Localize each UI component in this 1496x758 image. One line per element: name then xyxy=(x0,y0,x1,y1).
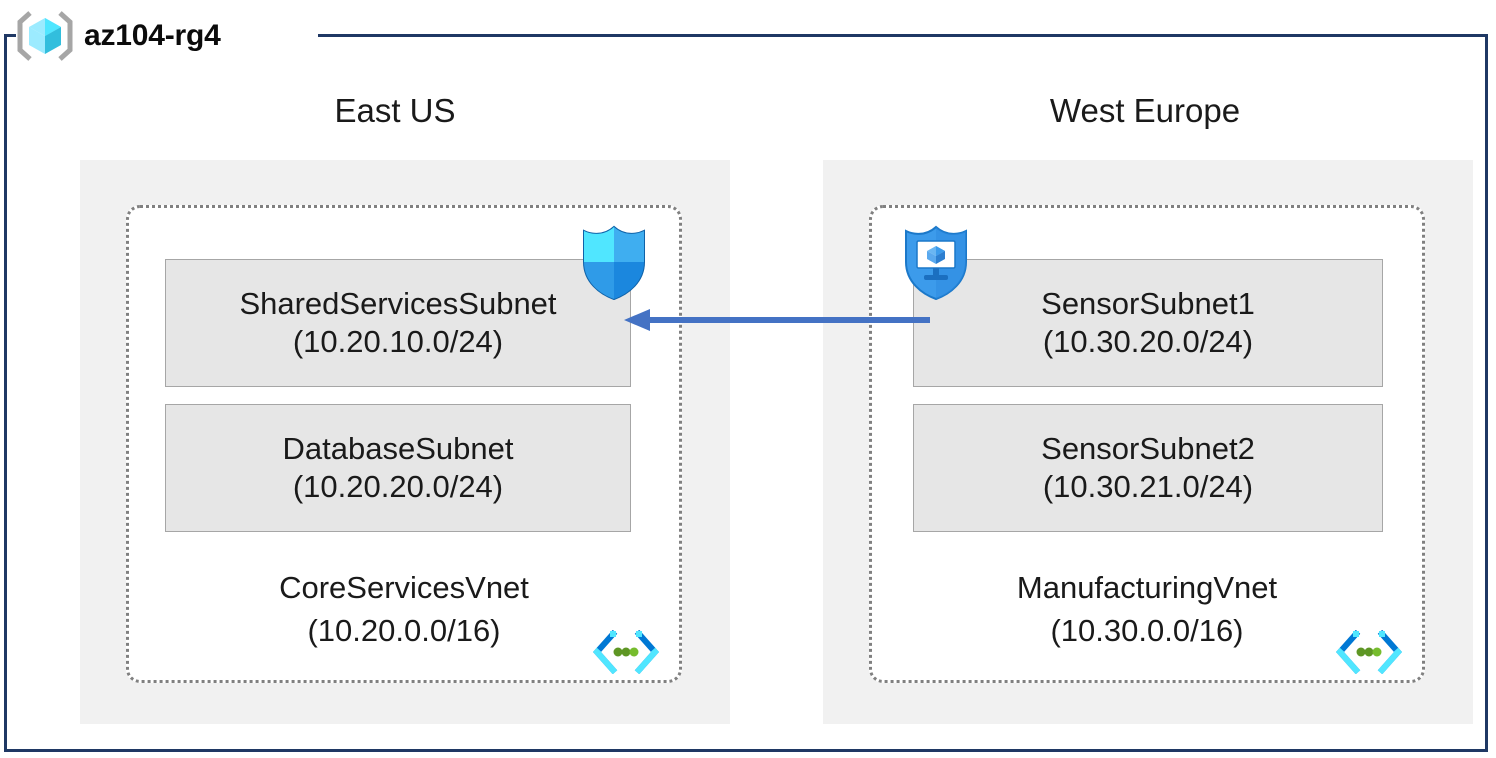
region-label-westeurope: West Europe xyxy=(1049,92,1241,129)
resource-group-cube-icon xyxy=(17,11,73,61)
subnet-cidr: (10.20.10.0/24) xyxy=(292,324,504,359)
vnet-name-core: CoreServicesVnet xyxy=(279,570,529,605)
subnet-cidr: (10.30.20.0/24) xyxy=(1042,324,1254,359)
vnet-peering-arrow xyxy=(624,309,930,331)
subnet-sensorsubnet1[interactable]: SensorSubnet1 (10.30.20.0/24) xyxy=(913,259,1383,387)
subnet-cidr: (10.30.21.0/24) xyxy=(1042,469,1254,504)
subnet-name: SensorSubnet1 xyxy=(1041,286,1255,321)
resource-group-name: az104-rg4 xyxy=(84,19,221,52)
resource-group-frame-top-left xyxy=(4,34,18,37)
application-security-group-shield-monitor-icon[interactable] xyxy=(900,224,972,302)
subnet-name: DatabaseSubnet xyxy=(282,431,514,466)
vnet-name-manufacturing: ManufacturingVnet xyxy=(1016,570,1278,605)
resource-group-header: az104-rg4 xyxy=(16,8,229,64)
virtual-network-icon xyxy=(592,630,660,674)
subnet-sensorsubnet2[interactable]: SensorSubnet2 (10.30.21.0/24) xyxy=(913,404,1383,532)
virtual-network-icon xyxy=(1335,630,1403,674)
region-label-eastus: East US xyxy=(334,92,456,129)
subnet-databasesubnet[interactable]: DatabaseSubnet (10.20.20.0/24) xyxy=(165,404,631,532)
subnet-name: SensorSubnet2 xyxy=(1041,431,1255,466)
subnet-name: SharedServicesSubnet xyxy=(239,286,557,321)
subnet-cidr: (10.20.20.0/24) xyxy=(292,469,504,504)
network-security-group-shield-icon[interactable] xyxy=(578,224,650,302)
resource-group-frame xyxy=(4,34,1488,752)
subnet-sharedservicessubnet[interactable]: SharedServicesSubnet (10.20.10.0/24) xyxy=(165,259,631,387)
resource-group-frame-top-right xyxy=(318,34,1488,37)
